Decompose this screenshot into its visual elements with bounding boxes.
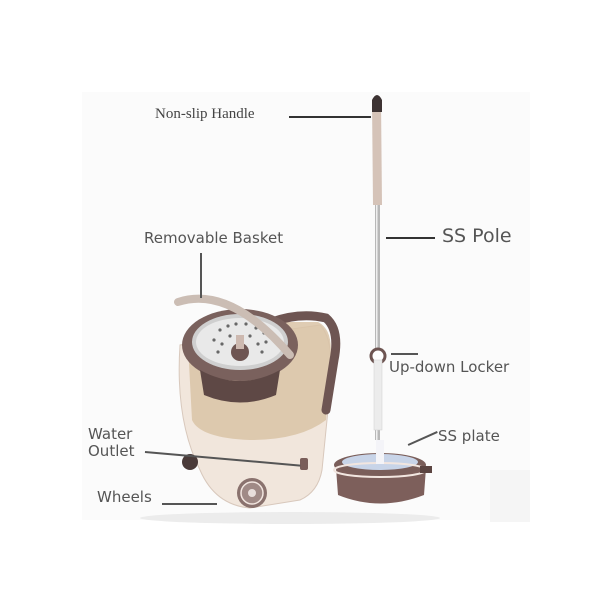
label-ss-pole: SS Pole: [442, 225, 512, 247]
leader-line-non-slip-handle: [289, 116, 371, 118]
removable-basket-icon: [174, 294, 298, 403]
backdrop-shadow: [490, 470, 530, 522]
leader-line-ss-pole: [386, 237, 435, 239]
mop-pole-icon: [369, 95, 387, 440]
leader-line-removable-basket: [200, 253, 202, 298]
label-removable-basket: Removable Basket: [144, 229, 284, 247]
water-outlet-icon: [300, 458, 308, 470]
label-water-outlet: Water Outlet: [88, 425, 135, 460]
wheel-icon: [237, 478, 267, 508]
label-up-down-locker: Up-down Locker: [389, 358, 510, 376]
floor-shadow: [140, 512, 440, 524]
ss-plate-icon: [333, 440, 432, 504]
back-wheel-icon: [182, 454, 198, 470]
label-non-slip-handle: Non-slip Handle: [155, 106, 255, 122]
label-wheels: Wheels: [97, 488, 152, 506]
label-ss-plate: SS plate: [438, 427, 500, 445]
leader-line-wheels: [162, 503, 217, 505]
leader-line-up-down-locker: [391, 353, 418, 355]
